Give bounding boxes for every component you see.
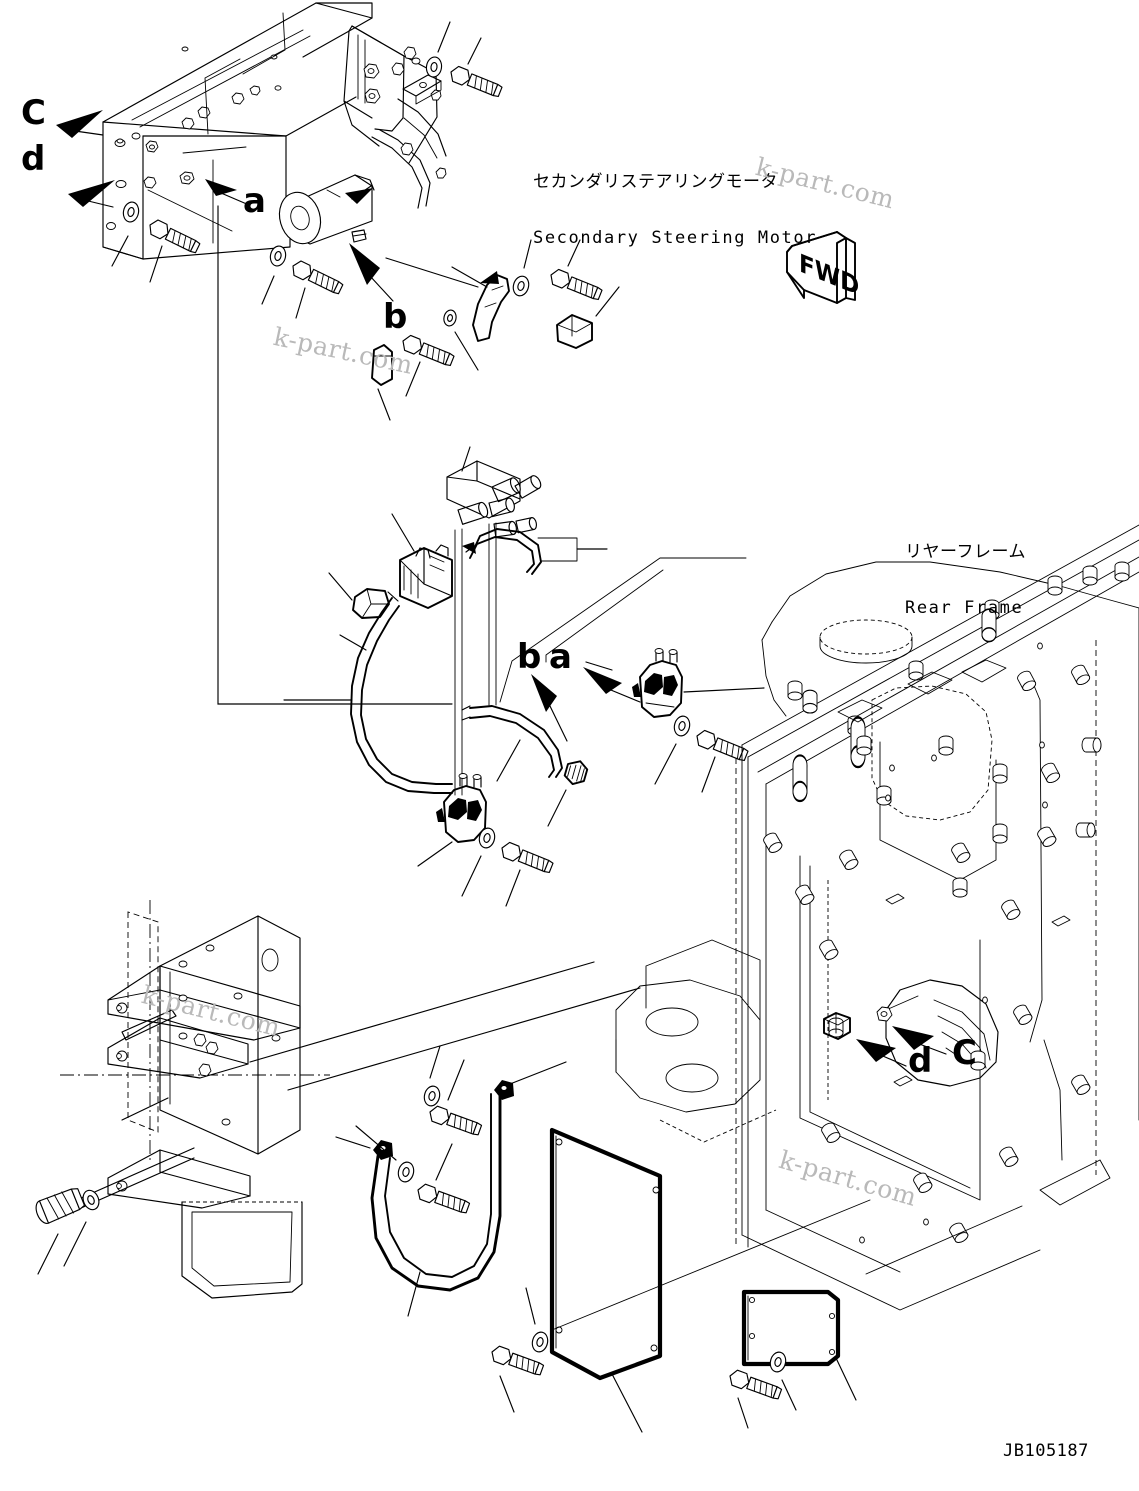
- lower-hose-and-covers: [335, 1045, 1023, 1433]
- fwd-arrow-icon: [786, 231, 856, 304]
- label-secondary-steering-motor: セカンダリステアリングモータ Secondary Steering Motor: [533, 136, 817, 285]
- steering-motor-bracket-assembly: [56, 2, 504, 319]
- label-secondary-steering-motor-jp: セカンダリステアリングモータ: [533, 171, 778, 192]
- callout-b-top-left: b: [383, 297, 408, 337]
- callout-d-right: d: [908, 1041, 933, 1081]
- label-rear-frame-en: Rear Frame: [905, 598, 1024, 619]
- label-rear-frame: リヤーフレーム Rear Frame: [905, 506, 1026, 655]
- label-secondary-steering-motor-en: Secondary Steering Motor: [533, 228, 818, 249]
- steering-motor-fittings-group: [371, 239, 620, 421]
- hydraulic-hose-assembly: [217, 205, 765, 907]
- rear-frame-structure: [615, 524, 1139, 1311]
- callout-a-top-left: a: [243, 181, 266, 221]
- hose-clamp-lower: [436, 773, 487, 843]
- callout-a-middle: a: [549, 637, 572, 677]
- hose-clamp-upper: [632, 648, 683, 718]
- callout-b-middle: b: [517, 637, 542, 677]
- callout-c-right: C: [952, 1033, 977, 1073]
- callout-d-top-left: d: [21, 139, 46, 179]
- lower-bracket-plates: [35, 900, 641, 1299]
- label-rear-frame-jp: リヤーフレーム: [905, 541, 1026, 562]
- drawing-part-number: JB105187: [1003, 1441, 1089, 1461]
- callout-c-top-left: C: [21, 93, 46, 133]
